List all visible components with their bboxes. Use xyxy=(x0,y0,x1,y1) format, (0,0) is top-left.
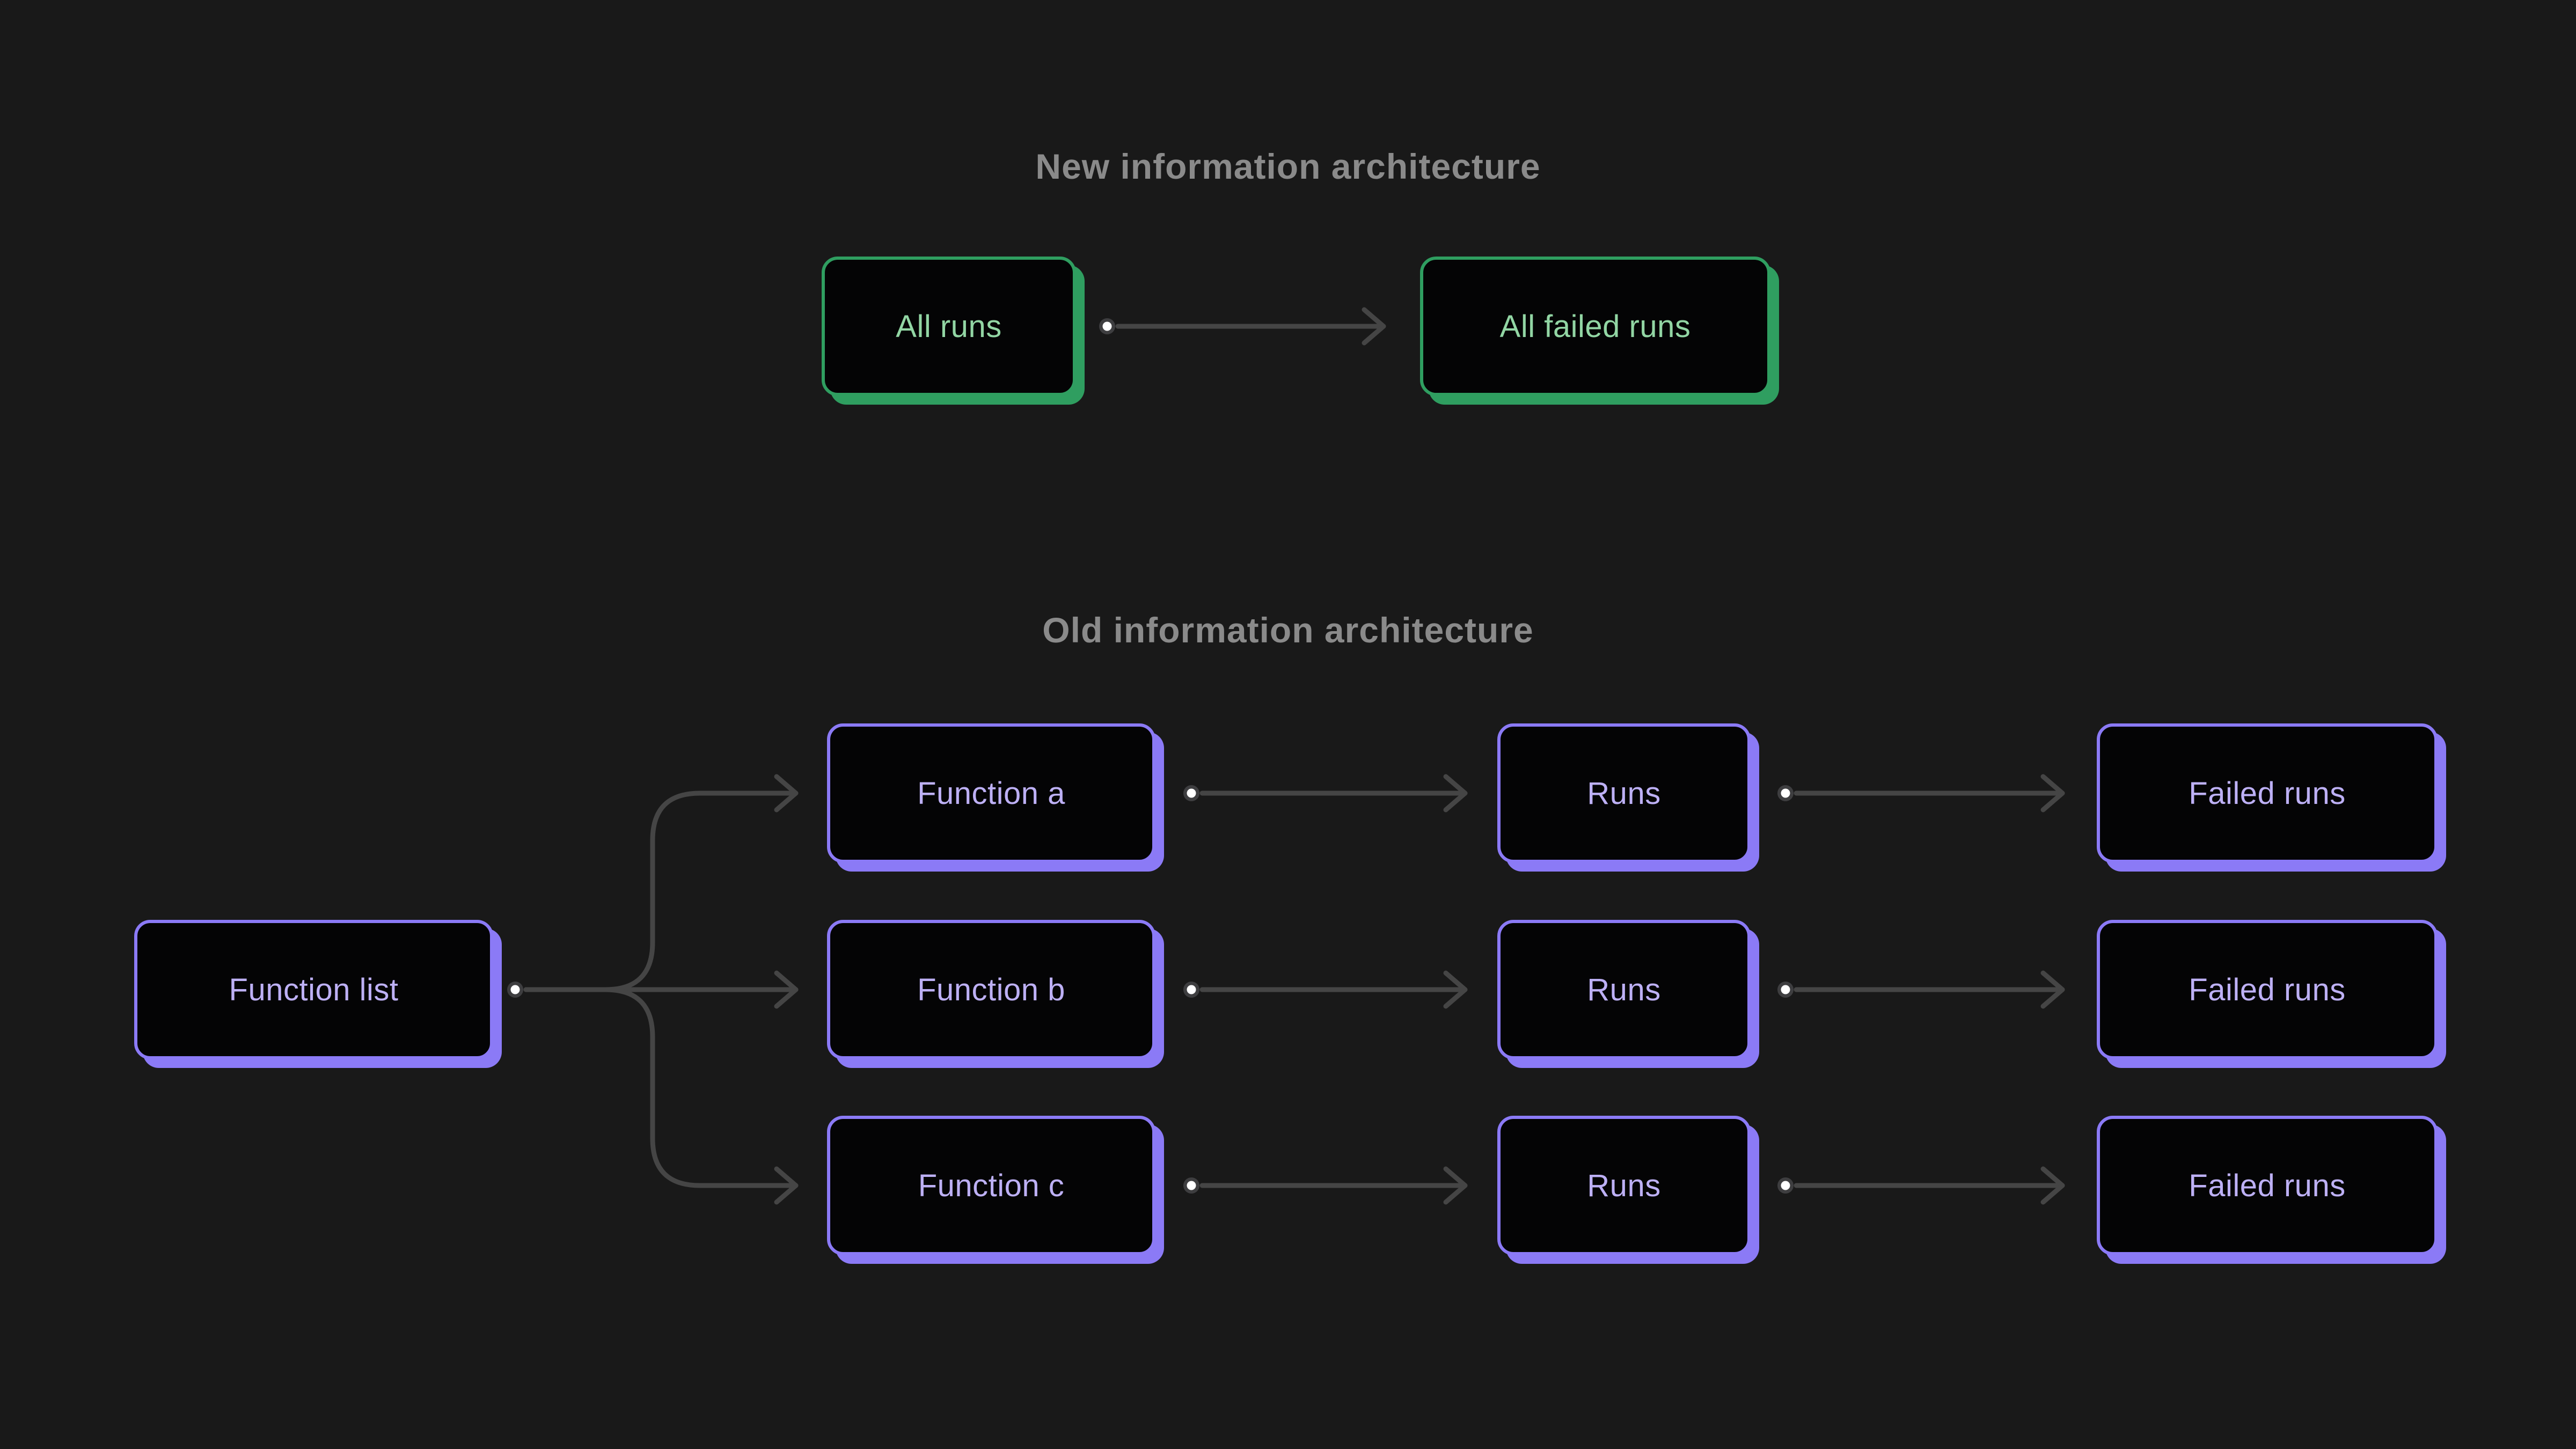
node-failed-runs-row3: Failed runs xyxy=(2097,1116,2438,1255)
port-dot-core-icon xyxy=(1781,985,1790,994)
port-dot-core-icon xyxy=(1102,321,1112,331)
node-function-a: Function a xyxy=(827,723,1155,863)
arrowhead-icon xyxy=(1443,970,1468,1009)
port-dot-icon xyxy=(1777,1177,1794,1194)
connector-runs-to-failed-runs-row2 xyxy=(1777,970,2065,1009)
fork-branch-down xyxy=(523,987,799,1188)
port-dot-icon xyxy=(1099,318,1115,334)
connector-runs-to-failed-runs-row3 xyxy=(1777,1166,2065,1205)
connector-function-a-to-runs xyxy=(1183,774,1468,813)
node-label: All runs xyxy=(896,309,1002,344)
connector-function-c-to-runs xyxy=(1183,1166,1468,1205)
node-label: Failed runs xyxy=(2189,1168,2346,1203)
node-label: Function b xyxy=(917,972,1065,1007)
arrowhead-icon xyxy=(774,1166,799,1205)
node-all-failed-runs: All failed runs xyxy=(1420,257,1770,396)
arrowhead-icon xyxy=(1443,774,1468,813)
arrowhead-icon xyxy=(774,970,799,1009)
node-label: Function a xyxy=(917,775,1065,811)
port-dot-core-icon xyxy=(1781,1181,1790,1190)
port-dot-icon xyxy=(507,982,523,998)
arrowhead-icon xyxy=(2040,970,2065,1009)
node-function-list: Function list xyxy=(134,920,493,1059)
node-runs-row3: Runs xyxy=(1497,1116,1751,1255)
section-title-old: Old information architecture xyxy=(1042,610,1534,650)
port-dot-icon xyxy=(1183,785,1199,801)
node-all-runs: All runs xyxy=(822,257,1076,396)
section-title-new: New information architecture xyxy=(1035,147,1541,186)
node-function-b: Function b xyxy=(827,920,1155,1059)
connector-all-runs-to-all-failed-runs xyxy=(1099,307,1386,346)
arrowhead-icon xyxy=(1443,1166,1468,1205)
connector-function-b-to-runs xyxy=(1183,970,1468,1009)
port-dot-core-icon xyxy=(510,985,520,994)
arrowhead-icon xyxy=(2040,1166,2065,1205)
port-dot-core-icon xyxy=(1187,788,1196,798)
arrowhead-icon xyxy=(2040,774,2065,813)
port-dot-icon xyxy=(1777,982,1794,998)
node-label: Failed runs xyxy=(2189,775,2346,811)
port-dot-core-icon xyxy=(1781,788,1790,798)
node-label: All failed runs xyxy=(1499,309,1691,344)
fork-branch-up xyxy=(523,791,799,992)
arrowhead-icon xyxy=(774,774,799,813)
node-label: Function c xyxy=(918,1168,1065,1203)
port-dot-core-icon xyxy=(1187,985,1196,994)
node-function-c: Function c xyxy=(827,1116,1155,1255)
node-runs-row2: Runs xyxy=(1497,920,1751,1059)
port-dot-icon xyxy=(1183,1177,1199,1194)
port-dot-icon xyxy=(1183,982,1199,998)
node-label: Runs xyxy=(1587,775,1661,811)
node-label: Runs xyxy=(1587,1168,1661,1203)
node-runs-row1: Runs xyxy=(1497,723,1751,863)
port-dot-core-icon xyxy=(1187,1181,1196,1190)
node-failed-runs-row1: Failed runs xyxy=(2097,723,2438,863)
node-label: Runs xyxy=(1587,972,1661,1007)
connector-runs-to-failed-runs-row1 xyxy=(1777,774,2065,813)
node-label: Failed runs xyxy=(2189,972,2346,1007)
node-failed-runs-row2: Failed runs xyxy=(2097,920,2438,1059)
arrowhead-icon xyxy=(1362,307,1386,346)
connector-function-list-fork xyxy=(507,774,799,1205)
port-dot-icon xyxy=(1777,785,1794,801)
node-label: Function list xyxy=(229,972,399,1007)
